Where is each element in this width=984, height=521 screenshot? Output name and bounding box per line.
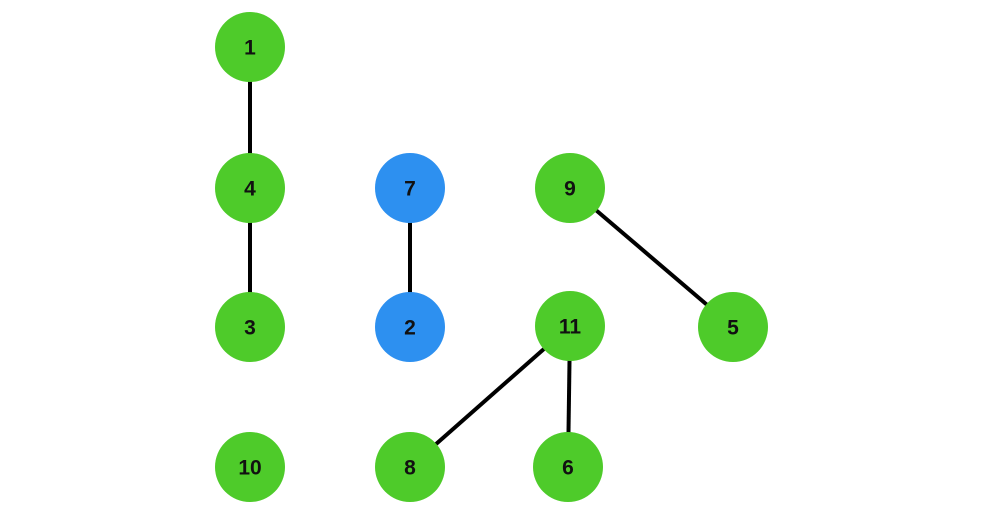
graph-node-5[interactable]: 5 [698, 292, 768, 362]
graph-edge-11-8 [408, 324, 572, 469]
graph-node-7[interactable]: 7 [375, 153, 445, 223]
graph-node-6[interactable]: 6 [533, 432, 603, 502]
graph-node-circle-11[interactable] [535, 291, 605, 361]
graph-edge-9-5 [568, 186, 735, 329]
graph-node-circle-5[interactable] [698, 292, 768, 362]
edges-layer [248, 47, 735, 469]
graph-node-4[interactable]: 4 [215, 153, 285, 223]
nodes-layer: 1 4 3 10 7 2 8 9 11 6 5 [215, 12, 768, 502]
graph-node-circle-6[interactable] [533, 432, 603, 502]
graph-node-circle-7[interactable] [375, 153, 445, 223]
graph-node-8[interactable]: 8 [375, 432, 445, 502]
graph-node-circle-9[interactable] [535, 153, 605, 223]
graph-node-1[interactable]: 1 [215, 12, 285, 82]
graph-node-circle-10[interactable] [215, 432, 285, 502]
graph-node-circle-8[interactable] [375, 432, 445, 502]
graph-node-11[interactable]: 11 [535, 291, 605, 361]
graph-node-circle-3[interactable] [215, 292, 285, 362]
graph-node-circle-4[interactable] [215, 153, 285, 223]
graph-node-2[interactable]: 2 [375, 292, 445, 362]
graph-node-circle-2[interactable] [375, 292, 445, 362]
graph-node-circle-1[interactable] [215, 12, 285, 82]
graph-node-10[interactable]: 10 [215, 432, 285, 502]
graph-node-3[interactable]: 3 [215, 292, 285, 362]
graph-node-9[interactable]: 9 [535, 153, 605, 223]
